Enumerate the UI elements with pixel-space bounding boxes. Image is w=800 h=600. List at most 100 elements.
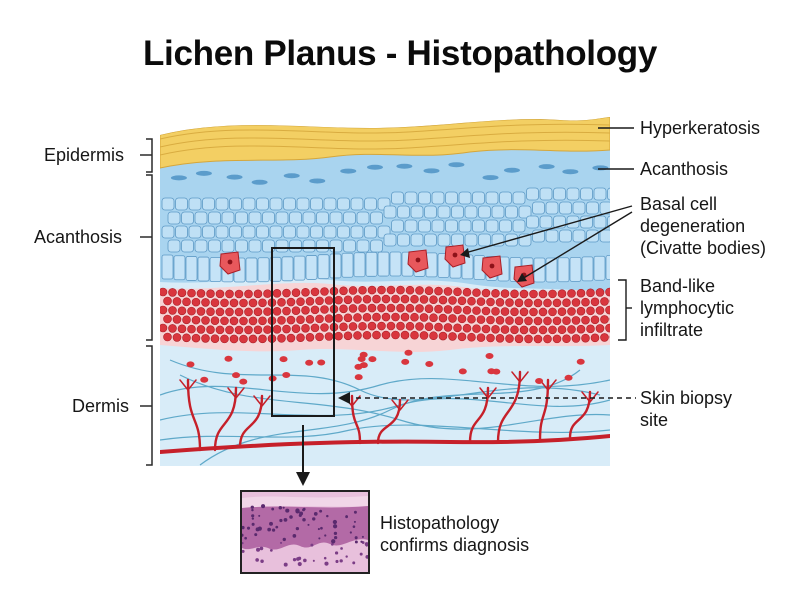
lymphocyte <box>334 331 343 341</box>
spinous-cell <box>235 211 248 225</box>
lymphocyte <box>576 306 586 316</box>
basal-cell <box>293 255 306 281</box>
micrograph-nucleus <box>257 526 262 531</box>
lymphocyte <box>481 288 491 298</box>
micrograph-nucleus <box>259 546 264 551</box>
spinous-cell <box>472 219 485 233</box>
lymphocyte <box>163 296 172 306</box>
micrograph-nucleus <box>282 506 285 509</box>
lymphocyte <box>343 331 353 341</box>
scattered-lymphocyte <box>279 356 288 363</box>
collagen-fiber <box>160 424 610 441</box>
lymphocyte <box>163 332 172 342</box>
right-leader-lines <box>356 127 636 399</box>
flat-nucleus <box>195 170 212 176</box>
micrograph-nucleus <box>292 534 297 538</box>
lymphocyte <box>277 316 286 325</box>
micrograph-nucleus <box>269 549 273 552</box>
lymphocyte <box>567 289 576 298</box>
lymphocyte <box>258 316 267 326</box>
spinous-cell <box>491 205 505 219</box>
lymphocyte <box>595 324 605 333</box>
spinous-cell <box>302 211 316 225</box>
lymphocyte <box>448 314 457 323</box>
lymphocyte <box>263 289 272 298</box>
biopsy-site-pointer <box>338 392 350 404</box>
lymphocyte <box>486 315 495 325</box>
lymphocyte <box>225 289 234 299</box>
lymphocyte <box>206 307 215 316</box>
spinous-cell <box>262 211 275 225</box>
spinous-cell <box>383 205 397 219</box>
lymphocyte <box>358 321 367 331</box>
spinous-cell <box>586 201 599 215</box>
lymphocyte <box>229 316 239 326</box>
scattered-lymphocyte <box>239 378 248 385</box>
spinous-cell <box>329 239 343 253</box>
lymphocyte <box>476 315 486 324</box>
spinous-cell <box>424 233 437 247</box>
lymphocyte <box>291 306 301 315</box>
lymphocyte <box>462 305 472 315</box>
lymphocyte <box>310 323 320 333</box>
lymphocyte <box>443 305 453 314</box>
spinous-cell <box>572 201 586 215</box>
lymphocyte <box>377 321 386 331</box>
micrograph-nucleus <box>271 528 276 532</box>
micrograph-nucleus <box>353 520 356 523</box>
spinous-cell <box>418 219 431 233</box>
spinous-cell <box>364 225 377 239</box>
lymphocyte <box>301 323 310 333</box>
vessel-branch <box>496 370 522 444</box>
micrograph-nucleus <box>335 559 339 564</box>
micrograph-nucleus <box>246 526 251 530</box>
lymphocyte <box>248 298 258 308</box>
diagram-title: Lichen Planus - Histopathology <box>142 34 658 73</box>
lymphocyte <box>429 313 438 323</box>
scattered-lymphocyte <box>564 374 573 381</box>
lymphocyte <box>424 286 434 296</box>
spinous-cell <box>464 233 478 247</box>
biopsy-site-box <box>271 247 335 417</box>
basal-cell <box>305 255 318 280</box>
spinous-cell <box>397 205 410 219</box>
micrograph-nucleus <box>312 517 316 521</box>
flat-nucleus <box>309 178 326 184</box>
spinous-cell <box>215 225 229 239</box>
lymphocyte <box>239 316 248 326</box>
spinous-cell <box>559 201 572 215</box>
micrograph-nucleus <box>242 533 244 537</box>
label-band-line-2: lymphocytic <box>640 298 735 318</box>
spinous-cell <box>316 239 329 253</box>
micrograph-nucleus <box>285 508 290 513</box>
spinous-cell <box>343 211 356 225</box>
lymphocyte <box>562 334 571 344</box>
spinous-cell <box>532 201 545 215</box>
label-band-line-3: infiltrate <box>640 320 704 340</box>
lymphocyte <box>405 285 415 295</box>
lymphocyte <box>567 307 576 316</box>
spinous-cell <box>383 233 397 247</box>
lymphocyte <box>258 334 267 344</box>
lymphocyte <box>419 331 429 340</box>
basal-cell <box>389 251 402 277</box>
micrograph-nucleus <box>242 542 244 545</box>
lymphocyte <box>282 306 291 316</box>
lymphocyte <box>324 296 334 305</box>
lymphocyte <box>282 288 291 298</box>
lymphocyte <box>519 325 529 335</box>
lymphocyte <box>220 298 229 308</box>
lymphocyte <box>324 332 334 341</box>
lymphocyte <box>467 296 476 306</box>
lymphocyte <box>244 307 253 317</box>
basal-cell <box>365 251 378 277</box>
lymphocyte <box>391 294 400 304</box>
basal-cell <box>377 251 390 277</box>
flat-nucleus <box>340 168 357 174</box>
label-epidermis: Epidermis <box>44 145 125 165</box>
scattered-lymphocyte <box>186 361 195 368</box>
label-biopsy-line-1: Skin biopsy <box>640 388 733 408</box>
vessel-branch <box>376 398 402 445</box>
basal-cell <box>185 256 198 281</box>
micrograph-nucleus <box>282 537 286 542</box>
